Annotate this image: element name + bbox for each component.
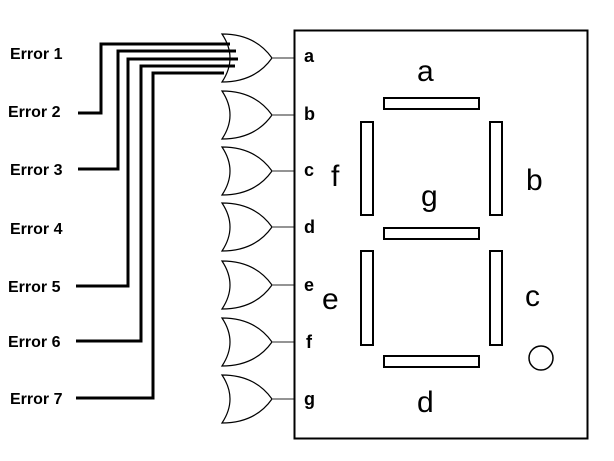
or-gate-d xyxy=(220,202,273,252)
output-b-label: b xyxy=(304,104,315,124)
or-gate-g xyxy=(220,374,273,424)
segments xyxy=(360,97,554,371)
output-a-label: a xyxy=(304,46,315,66)
or-gates xyxy=(220,33,294,424)
wire-error-7 xyxy=(76,71,224,400)
segment-d-label: d xyxy=(417,386,434,419)
segment-e xyxy=(360,250,374,346)
wire-error-2 xyxy=(78,42,230,115)
or-gate-a xyxy=(220,33,273,83)
wire-error-5 xyxy=(76,57,238,288)
or-gate-c xyxy=(220,146,273,196)
display-box xyxy=(293,29,589,440)
segment-a-label: a xyxy=(417,55,434,88)
output-d-label: d xyxy=(304,217,315,237)
error-3-label: Error 3 xyxy=(10,162,63,179)
error-4-label: Error 4 xyxy=(10,221,63,238)
error-7-label: Error 7 xyxy=(10,391,63,408)
segment-f-label: f xyxy=(331,160,340,193)
or-gate-e xyxy=(220,260,273,310)
segment-e-label: e xyxy=(322,283,339,316)
wire-error-6 xyxy=(76,64,235,343)
segment-g-label: g xyxy=(421,180,438,213)
segment-d xyxy=(383,355,480,368)
error-6-label: Error 6 xyxy=(8,334,61,351)
segment-b xyxy=(489,121,503,216)
segment-c-label: c xyxy=(525,280,540,313)
segment-a xyxy=(383,97,480,110)
segment-c xyxy=(489,250,503,346)
wire-error-3 xyxy=(78,49,236,171)
segment-labels: a b f g e c d xyxy=(322,55,543,419)
output-g-label: g xyxy=(304,389,315,409)
decimal-point xyxy=(528,345,554,371)
output-e-label: e xyxy=(304,275,314,295)
error-labels: Error 1 Error 2 Error 3 Error 4 Error 5 … xyxy=(8,46,63,408)
error-2-label: Error 2 xyxy=(8,104,61,121)
error-5-label: Error 5 xyxy=(8,279,61,296)
segment-b-label: b xyxy=(526,164,543,197)
output-labels: a b c d e f g xyxy=(304,46,315,409)
or-gate-b xyxy=(220,90,273,140)
segment-g xyxy=(383,227,480,240)
error-1-label: Error 1 xyxy=(10,46,63,63)
output-c-label: c xyxy=(304,160,314,180)
or-gate-f xyxy=(220,317,273,367)
wires xyxy=(76,42,238,400)
output-f-label: f xyxy=(306,332,313,352)
segment-f xyxy=(360,121,374,216)
